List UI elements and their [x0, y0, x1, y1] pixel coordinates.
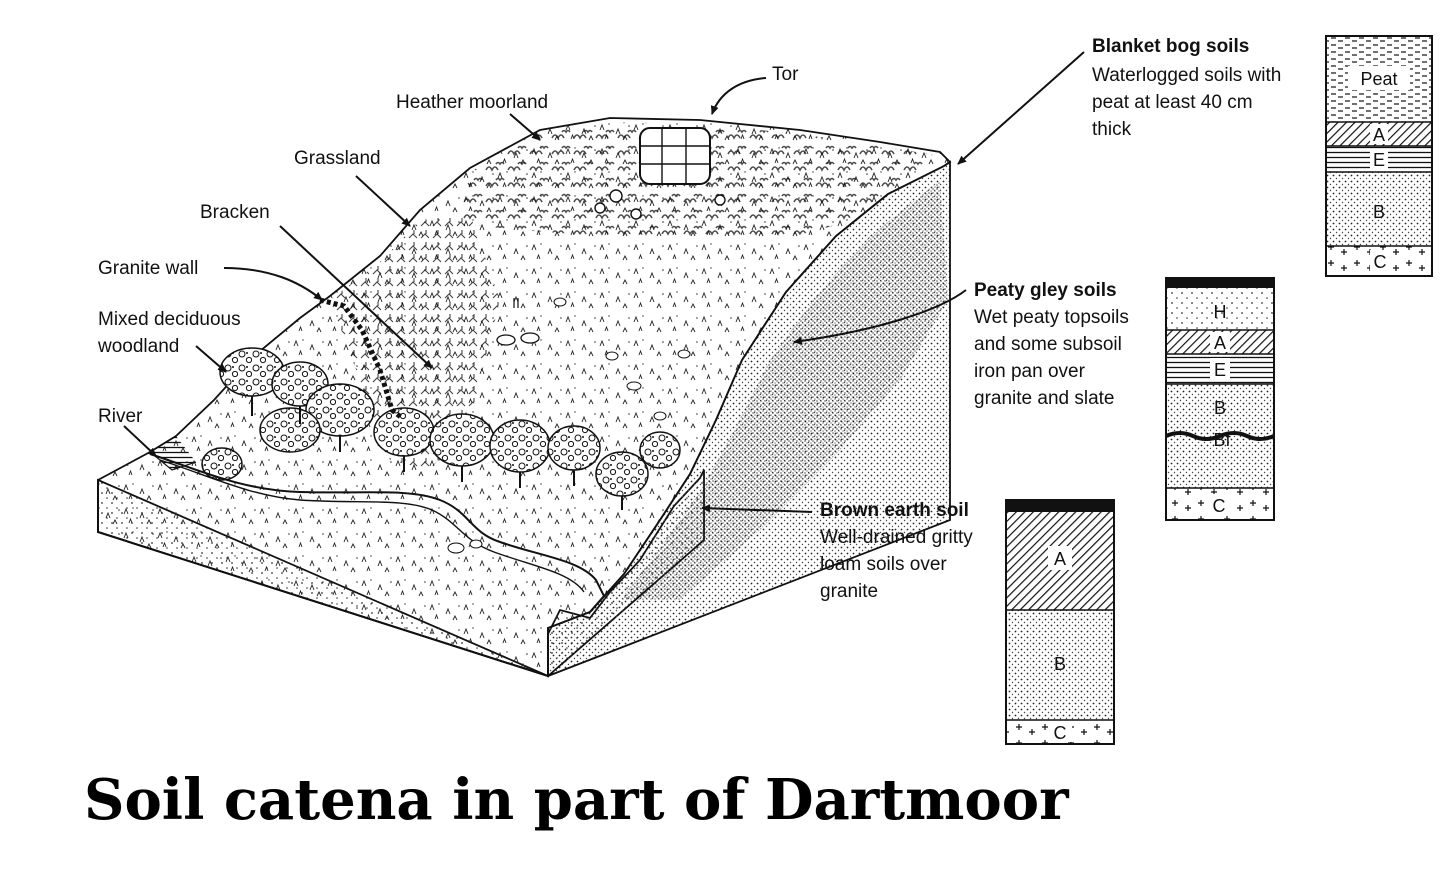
- profile-peaty-gley: H A E B Bf C: [1165, 277, 1275, 521]
- label-granite-wall: Granite wall: [98, 258, 199, 279]
- arrow-brown-earth: [701, 504, 813, 513]
- label-river: River: [98, 406, 143, 427]
- heading-brown-earth: Brown earth soil: [820, 500, 969, 521]
- desc-brown-earth: Well-drained gritty loam soils over gran…: [820, 527, 973, 602]
- arrow-river: [123, 425, 157, 457]
- granite-wall: [319, 297, 404, 420]
- leader-lines: [123, 51, 1085, 513]
- gley-horizon-c: C: [1213, 496, 1226, 516]
- brown-horizon-c: C: [1054, 723, 1067, 743]
- label-woodland-line1: Mixed deciduous: [98, 309, 241, 330]
- label-woodland-line2: woodland: [98, 336, 180, 357]
- arrow-heather-moorland: [509, 113, 541, 141]
- boulders: [447, 297, 691, 554]
- desc-peaty-gley: Wet peaty topsoils and some subsoil iron…: [974, 307, 1129, 409]
- gley-horizon-bf: Bf: [1213, 430, 1231, 450]
- arrow-bracken: [279, 225, 433, 369]
- arrow-granite-wall: [223, 267, 323, 301]
- river-channel: [149, 453, 606, 613]
- landscape-block: [97, 117, 952, 678]
- arrow-tor: [710, 77, 767, 115]
- profile-brown-earth: A B C: [1005, 499, 1115, 745]
- woodland-trees: [201, 347, 681, 510]
- figure-title: Soil catena in part of Dartmoor: [84, 767, 1069, 833]
- brown-horizon-a: A: [1054, 549, 1066, 569]
- block-top-surface: [97, 117, 952, 678]
- grazing-animals: [496, 298, 540, 346]
- brown-horizon-b: B: [1054, 654, 1066, 674]
- label-bracken: Bracken: [200, 202, 270, 223]
- gley-horizon-b: B: [1214, 398, 1226, 418]
- heading-peaty-gley: Peaty gley soils: [974, 280, 1117, 301]
- label-heather-moorland: Heather moorland: [396, 92, 549, 113]
- arrow-grassland: [355, 175, 411, 227]
- gley-horizon-h: H: [1214, 302, 1227, 322]
- arrow-woodland: [195, 345, 227, 373]
- gley-horizon-a: A: [1214, 333, 1226, 353]
- gley-horizon-e: E: [1214, 360, 1226, 380]
- bog-horizon-peat: Peat: [1360, 69, 1397, 89]
- heading-blanket-bog: Blanket bog soils: [1092, 36, 1250, 57]
- bog-horizon-c: C: [1374, 252, 1387, 272]
- tor-rock: [594, 127, 726, 220]
- bog-horizon-a: A: [1373, 125, 1385, 145]
- profile-blanket-bog: Peat A E B C: [1325, 35, 1433, 277]
- bog-horizon-e: E: [1373, 150, 1385, 170]
- desc-blanket-bog: Waterlogged soils with peat at least 40 …: [1092, 65, 1282, 140]
- label-grassland: Grassland: [294, 148, 381, 169]
- bog-horizon-b: B: [1373, 202, 1385, 222]
- arrow-blanket-bog: [957, 51, 1085, 165]
- arrow-peaty-gley: [793, 289, 967, 345]
- label-tor: Tor: [772, 64, 799, 85]
